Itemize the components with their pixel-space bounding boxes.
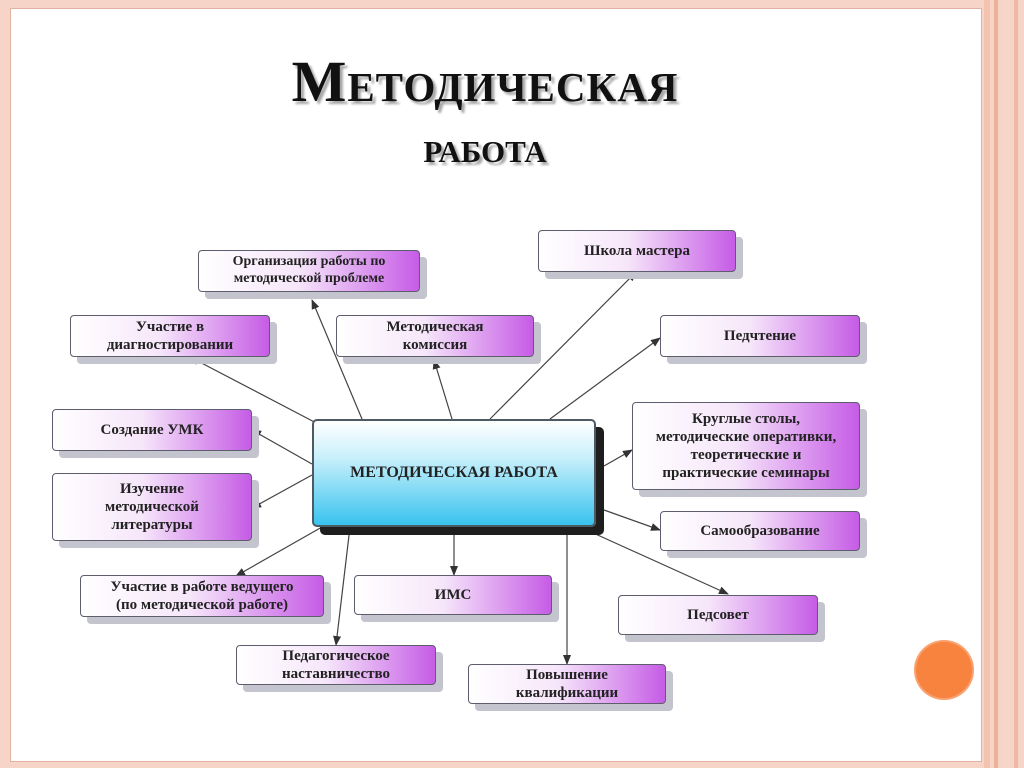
node-commission-line2: комиссия xyxy=(402,337,468,353)
arrow-to-self xyxy=(603,509,661,531)
node-self: Самообразование xyxy=(660,511,860,551)
arrow-to-leader xyxy=(235,526,323,577)
node-study-line3: литературы xyxy=(111,517,193,533)
node-diag: Участие в диагностировании xyxy=(70,315,270,357)
node-commission: Методическая комиссия xyxy=(336,315,534,357)
frame-stripe xyxy=(1002,0,1010,768)
node-mentor-line2: наставничество xyxy=(281,666,391,682)
frame-stripe xyxy=(984,0,990,768)
node-diag-line2: диагностировании xyxy=(106,337,234,353)
decorative-circle xyxy=(914,640,974,700)
node-reading: Педчтение xyxy=(660,315,860,357)
node-study: Изучение методической литературы xyxy=(52,473,252,541)
node-qual-line1: Повышение xyxy=(526,667,608,683)
arrow-to-school xyxy=(489,271,637,420)
node-commission-line1: Методическая xyxy=(386,319,484,335)
node-org-line1: Организация работы по xyxy=(232,254,386,270)
node-ims: ИМС xyxy=(354,575,552,615)
node-umk: Создание УМК xyxy=(52,409,252,451)
node-ims-line1: ИМС xyxy=(434,587,472,603)
node-org-line2: методической проблеме xyxy=(233,271,385,286)
slide-canvas xyxy=(10,8,982,762)
arrow-to-mentor xyxy=(333,526,351,646)
arrow-to-org xyxy=(311,299,363,420)
arrow-to-study xyxy=(251,474,313,509)
node-round: Круглые столы, методические оперативки, те… xyxy=(632,402,860,490)
node-leader-line2: (по методической работе) xyxy=(116,597,288,613)
node-mentor-line1: Педагогическое xyxy=(282,648,390,664)
frame-stripe xyxy=(994,0,998,768)
node-diag-line1: Участие в xyxy=(135,319,205,335)
arrow-to-reading xyxy=(549,337,661,420)
slide-title-line2: работа xyxy=(423,123,547,172)
node-study-line1: Изучение xyxy=(120,481,184,497)
arrow-to-council xyxy=(579,526,729,595)
node-umk-line1: Создание УМК xyxy=(100,422,204,438)
slide-title-line1: Методическая xyxy=(291,49,679,114)
node-school: Школа мастера xyxy=(538,230,736,272)
arrow-to-umk xyxy=(251,429,313,465)
arrow-to-diag xyxy=(189,356,323,427)
node-study-line2: методической xyxy=(105,499,199,515)
node-round-line1: Круглые столы, xyxy=(691,411,801,427)
node-mentor: Педагогическое наставничество xyxy=(236,645,436,685)
arrow-to-commission xyxy=(432,359,453,420)
node-reading-line1: Педчтение xyxy=(723,328,797,344)
node-round-line4: практические семинары xyxy=(662,465,830,481)
node-leader: Участие в работе ведущего (по методическо… xyxy=(80,575,324,617)
node-council: Педсовет xyxy=(618,595,818,635)
node-round-line3: теоретические и xyxy=(690,447,802,463)
node-qual: Повышение квалификации xyxy=(468,664,666,704)
node-council-line1: Педсовет xyxy=(687,607,749,623)
frame-stripe xyxy=(1014,0,1018,768)
node-qual-line2: квалификации xyxy=(515,685,619,701)
node-leader-line1: Участие в работе ведущего xyxy=(110,579,294,595)
node-school-line1: Школа мастера xyxy=(583,243,691,259)
node-self-line1: Самообразование xyxy=(700,523,820,539)
center-node: МЕТОДИЧЕСКАЯ РАБОТА xyxy=(312,419,596,527)
node-round-line2: методические оперативки, xyxy=(655,429,837,445)
arrow-to-round xyxy=(603,449,633,467)
center-node-label: МЕТОДИЧЕСКАЯ РАБОТА xyxy=(350,464,558,481)
